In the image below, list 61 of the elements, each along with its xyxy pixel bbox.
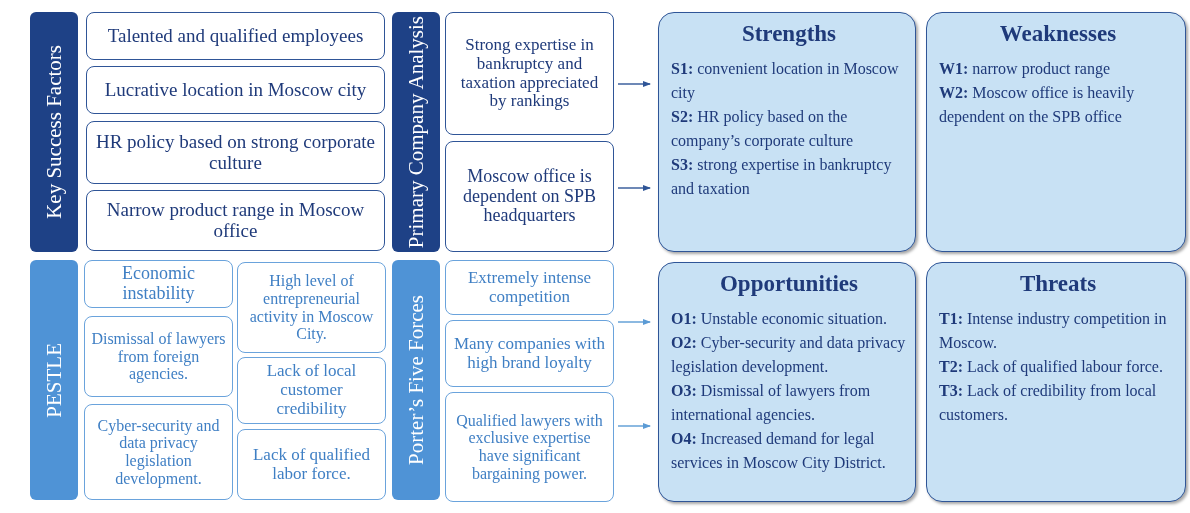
- factor-box: [86, 190, 385, 251]
- category-band: [30, 260, 78, 500]
- quadrant-item: O4: Increased demand for legal services in Moscow City District.: [671, 429, 887, 474]
- band-title: Key Success Factors: [41, 45, 67, 219]
- factor-box: [237, 262, 386, 353]
- factor-box: [237, 357, 386, 424]
- arrow: [617, 185, 651, 191]
- factor-text: Extremely intense competition: [466, 268, 593, 307]
- factor-text: Lucrative location in Moscow city: [104, 79, 367, 101]
- quadrant-title: Weaknesses: [999, 21, 1117, 47]
- factor-box: [84, 316, 233, 397]
- quadrant-item: T1: Intense industry competition in Moscow.: [939, 309, 1168, 353]
- quadrant-item: S3: strong expertise in bankruptcy and taxation: [671, 155, 893, 199]
- factor-text: Dismissal of lawyers from foreign agencies.: [91, 330, 226, 383]
- quadrant-item: O2: Cyber-security and data privacy legislation development.: [671, 333, 907, 378]
- swot-quadrant: [926, 12, 1186, 252]
- factor-text: Narrow product range in Moscow office: [105, 199, 366, 242]
- swot-quadrant: [658, 262, 916, 502]
- band-title: Primary Company Analysis: [403, 15, 429, 249]
- factor-box: [445, 12, 614, 135]
- factor-box: [445, 260, 614, 315]
- factor-text: Moscow office is dependent on SPB headquarters: [462, 166, 597, 227]
- factor-box: [86, 12, 385, 60]
- band-title: PESTLE: [41, 342, 67, 418]
- factor-box: [84, 404, 233, 500]
- category-band: [392, 260, 440, 500]
- arrow: [617, 319, 651, 325]
- swot-quadrant: [658, 12, 916, 252]
- factor-text: Strong expertise in bankruptcy and taxation appreciated by rankings: [459, 36, 600, 111]
- quadrant-item: O3: Dismissal of lawyers from international agencies.: [671, 381, 872, 426]
- quadrant-item: T2: Lack of qualified labour force.: [939, 357, 1164, 378]
- quadrant-item: W1: narrow product range: [939, 59, 1112, 80]
- factor-text: HR policy based on strong corporate culture: [94, 131, 377, 174]
- factor-text: Economic instability: [121, 264, 196, 304]
- factor-box: [86, 121, 385, 184]
- factor-text: Talented and qualified employees: [107, 25, 364, 47]
- category-band: [392, 12, 440, 252]
- arrow: [617, 423, 651, 429]
- factor-box: [445, 141, 614, 252]
- quadrant-item: T3: Lack of credibility from local customers.: [939, 381, 1158, 425]
- factor-text: Cyber-security and data privacy legislation development.: [96, 416, 221, 488]
- band-title: Porter’s Five Forces: [403, 295, 429, 465]
- factor-text: Lack of local customer credibility: [265, 362, 358, 419]
- category-band: [30, 12, 78, 252]
- factor-text: Qualified lawyers with exclusive expertise have significant bargaining power.: [455, 411, 604, 483]
- arrow: [617, 81, 651, 87]
- factor-text: High level of entrepreneurial activity in Moscow City.: [248, 272, 375, 343]
- quadrant-item: S1: convenient location in Moscow city: [671, 59, 900, 104]
- factor-box: [84, 260, 233, 308]
- quadrant-title: Opportunities: [720, 271, 858, 297]
- quadrant-title: Strengths: [741, 21, 837, 47]
- factor-text: Lack of qualified labor force.: [251, 445, 372, 484]
- quadrant-title: Threats: [1019, 271, 1097, 297]
- factor-box: [445, 320, 614, 387]
- quadrant-item: O1: Unstable economic situation.: [671, 309, 888, 329]
- factor-box: [445, 392, 614, 502]
- quadrant-item: W2: Moscow office is heavily dependent on the SPB office: [939, 83, 1136, 128]
- factor-box: [86, 66, 385, 114]
- factor-text: Many companies with high brand loyalty: [452, 334, 607, 373]
- factor-box: [237, 429, 386, 500]
- swot-quadrant: [926, 262, 1186, 502]
